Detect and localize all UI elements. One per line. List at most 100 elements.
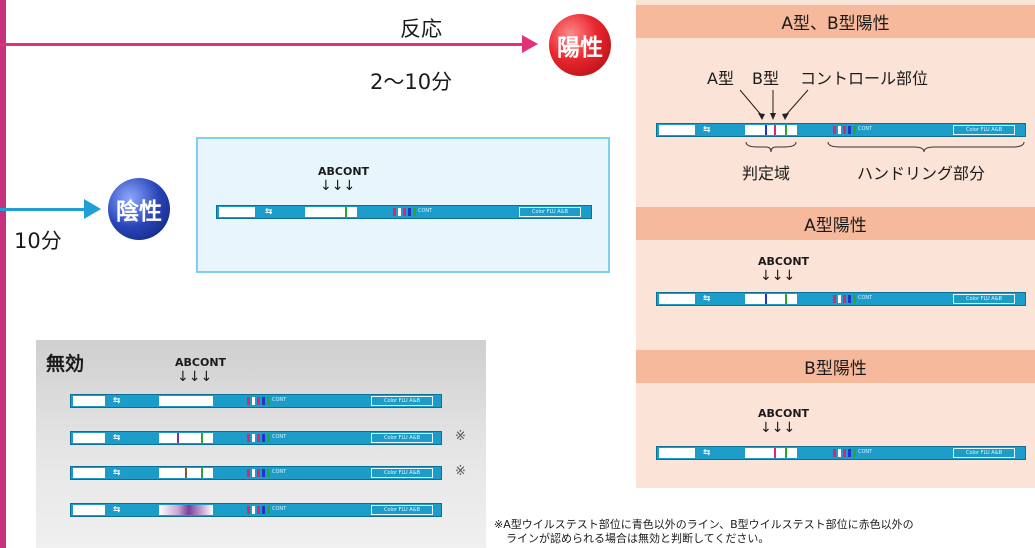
- test-strip-ab-positive: ⇆ CONT Color FLU A&B: [656, 123, 1026, 137]
- handling-brace: [827, 141, 1025, 153]
- mini-mark: [848, 449, 851, 457]
- mini-mark: [838, 295, 841, 303]
- control-line: [201, 433, 203, 443]
- control-line: [201, 468, 203, 478]
- strip-markers: ABCONT: [318, 165, 370, 178]
- strip-logo-icon: ⇆: [113, 468, 121, 478]
- strip-logo-icon: ⇆: [265, 207, 273, 217]
- mini-mark: [413, 208, 416, 216]
- judgment-window: [745, 294, 797, 304]
- line-type-b: [774, 448, 776, 458]
- reaction-time: 2〜10分: [370, 70, 453, 94]
- judgment-brace: [745, 141, 797, 153]
- strip-markers: ABCONT: [175, 356, 227, 369]
- mini-mark: [398, 208, 401, 216]
- mini-mark: [853, 449, 856, 457]
- mini-mark: [262, 397, 265, 405]
- mini-mark: [843, 126, 846, 134]
- control-line: [785, 125, 787, 135]
- mini-mark: [247, 469, 250, 477]
- label-control: コントロール部位: [800, 69, 929, 88]
- strip-cont-text: CONT: [272, 469, 287, 475]
- mini-mark: [257, 397, 260, 405]
- marker-arrows: ↓↓↓: [760, 268, 796, 284]
- test-strip-a-positive: ⇆ CONT Color FLU A&B: [656, 292, 1026, 306]
- strip-cont-text: CONT: [272, 397, 287, 403]
- test-strip-invalid-2: ⇆ CONT Color FLU A&B: [70, 431, 442, 445]
- strip-logo-icon: ⇆: [703, 448, 711, 458]
- reaction-arrow-head: [522, 35, 538, 53]
- judgment-window: [159, 396, 213, 406]
- mini-mark: [853, 295, 856, 303]
- strip-cont-text: CONT: [272, 506, 287, 512]
- mini-mark: [257, 469, 260, 477]
- invalid-title: 無効: [46, 353, 85, 375]
- strip-brand: Color FLU A&B: [371, 396, 433, 406]
- control-line: [785, 448, 787, 458]
- mini-mark: [257, 434, 260, 442]
- label-pointer-arrows: [739, 89, 809, 120]
- negative-label: 陰性: [116, 199, 162, 225]
- mini-mark: [252, 469, 255, 477]
- mini-mark: [408, 208, 411, 216]
- strip-brand: Color FLU A&B: [953, 448, 1015, 458]
- strip-window: [659, 448, 695, 458]
- a-positive-header: A型陽性: [636, 207, 1035, 240]
- mini-mark: [843, 295, 846, 303]
- mini-mark: [267, 434, 270, 442]
- mini-mark: [257, 506, 260, 514]
- mini-mark: [247, 506, 250, 514]
- test-strip-b-positive: ⇆ CONT Color FLU A&B: [656, 446, 1026, 460]
- mini-mark: [267, 397, 270, 405]
- mini-mark: [393, 208, 396, 216]
- mini-mark: [262, 434, 265, 442]
- strip-brand: Color FLU A&B: [953, 294, 1015, 304]
- control-line: [785, 294, 787, 304]
- mini-mark: [838, 126, 841, 134]
- strip-cont-text: CONT: [418, 208, 433, 214]
- strip-cont-text: CONT: [272, 434, 287, 440]
- mini-mark: [267, 469, 270, 477]
- mini-mark: [838, 449, 841, 457]
- marker-arrows: ↓↓↓: [320, 178, 356, 194]
- footnote-line-1: ※A型ウイルステスト部位に青色以外のライン、B型ウイルステスト部位に赤色以外の: [494, 518, 914, 531]
- mini-mark: [833, 295, 836, 303]
- mini-mark: [403, 208, 406, 216]
- label-handling-area: ハンドリング部分: [857, 164, 986, 183]
- line-type-a: [765, 125, 767, 135]
- mini-mark: [262, 506, 265, 514]
- mini-mark: [833, 449, 836, 457]
- mini-mark: [267, 506, 270, 514]
- mini-mark: [848, 126, 851, 134]
- line-type-a-abnormal: [177, 433, 179, 443]
- negative-ball: 陰性: [108, 178, 170, 240]
- strip-logo-icon: ⇆: [113, 505, 121, 515]
- test-strip-invalid-1: ⇆ CONT Color FLU A&B: [70, 394, 442, 408]
- mini-mark: [853, 126, 856, 134]
- line-type-b-abnormal: [185, 468, 187, 478]
- ab-positive-header: A型、B型陽性: [636, 5, 1035, 38]
- strip-brand: Color FLU A&B: [371, 505, 433, 515]
- strip-logo-icon: ⇆: [703, 125, 711, 135]
- strip-window: [73, 468, 105, 478]
- strip-window: [219, 207, 255, 217]
- strip-cont-text: CONT: [858, 126, 873, 132]
- mini-mark: [262, 469, 265, 477]
- mini-mark: [252, 397, 255, 405]
- control-line: [345, 207, 347, 217]
- negative-arrow-head: [84, 199, 101, 219]
- strip-logo-icon: ⇆: [113, 433, 121, 443]
- judgment-window: [305, 207, 357, 217]
- b-positive-header: B型陽性: [636, 350, 1035, 383]
- strip-brand: Color FLU A&B: [519, 207, 581, 217]
- test-strip-negative: ⇆ CONT Color FLU A&B: [216, 205, 592, 219]
- test-strip-invalid-4: ⇆ CONT Color FLU A&B: [70, 503, 442, 517]
- marker-arrows: ↓↓↓: [760, 420, 796, 436]
- strip-logo-icon: ⇆: [113, 396, 121, 406]
- reaction-arrow-line: [0, 43, 524, 46]
- judgment-window: [745, 125, 797, 135]
- left-edge-bar: [0, 0, 6, 548]
- invalid-note-mark: ※: [455, 429, 466, 444]
- label-judgment-area: 判定域: [742, 164, 791, 183]
- mini-mark: [843, 449, 846, 457]
